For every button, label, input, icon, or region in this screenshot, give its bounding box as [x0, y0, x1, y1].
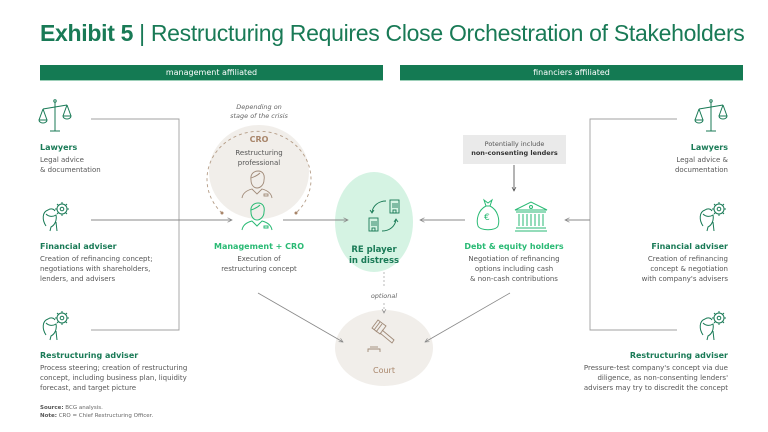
exhibit-number: Exhibit 5: [40, 20, 134, 46]
right-restructuring-adviser-desc: Pressure-test company's concept via due …: [583, 364, 728, 392]
right-financial-adviser-title: Financial adviser: [651, 242, 728, 251]
buildings-cycle-icon: [368, 199, 400, 232]
financial-adviser-gear-icon: [699, 202, 726, 232]
optional-label: optional: [370, 292, 398, 300]
management-to-court-arrow: [257, 292, 343, 342]
abbreviation-note: Note: CRO = Chief Restructuring Officer.: [40, 413, 154, 419]
left-financial-adviser-desc: Creation of refinancing concept; negotia…: [40, 255, 153, 283]
left-lawyers-title: Lawyers: [40, 143, 78, 152]
cro-dashed-outline: [206, 130, 312, 215]
right-bracket-line: [589, 118, 677, 331]
court-title: Court: [373, 366, 395, 375]
debt-equity-desc: Negotiation of refinancing options inclu…: [468, 255, 560, 283]
money-bag-icon: [476, 198, 500, 231]
center-title: RE player in distress: [348, 245, 400, 266]
footnotes: Source: BCG analysis. Note: CRO = Chief …: [40, 404, 153, 420]
gavel-icon: [367, 319, 395, 352]
exhibit-title-text: Restructuring Requires Close Orchestrati…: [150, 20, 745, 46]
restructuring-adviser-gear-icon: [42, 311, 69, 341]
management-desc: Execution of restructuring concept: [221, 255, 297, 273]
cro-annotation: Depending on stage of the crisis: [230, 103, 288, 120]
debt-to-court-arrow: [425, 292, 511, 342]
court-bubble: [335, 310, 433, 386]
cro-title: CRO: [249, 135, 269, 144]
band-management-affiliated: management affiliated: [40, 65, 383, 81]
scales-icon: [38, 99, 72, 132]
bank-icon: [514, 201, 548, 232]
left-lawyers-desc: Legal advice & documentation: [40, 156, 101, 174]
title-separator: |: [139, 20, 145, 46]
band-financiers-affiliated: financiers affiliated: [400, 65, 743, 81]
financial-adviser-gear-icon: [42, 202, 69, 232]
left-financial-adviser-title: Financial adviser: [40, 242, 117, 251]
cro-person-icon: [241, 170, 273, 199]
lenders-note-box: Potentially include non-consenting lende…: [463, 135, 566, 164]
right-lawyers-title: Lawyers: [690, 143, 728, 152]
restructuring-adviser-gear-icon: [699, 311, 726, 341]
left-restructuring-adviser-title: Restructuring adviser: [40, 351, 139, 360]
left-restructuring-adviser-desc: Process steering; creation of restructur…: [40, 364, 188, 392]
left-bracket-line: [91, 118, 180, 331]
source-note: Source: BCG analysis.: [40, 405, 103, 411]
debt-equity-title: Debt & equity holders: [464, 242, 564, 251]
management-title: Management + CRO: [214, 242, 304, 251]
exhibit-title: Exhibit 5|Restructuring Requires Close O…: [40, 20, 745, 47]
management-person-icon: [241, 202, 273, 231]
cro-desc: Restructuring professional: [235, 149, 283, 167]
right-financial-adviser-desc: Creation of refinancing concept & negoti…: [641, 255, 728, 283]
scales-icon: [694, 99, 728, 132]
right-restructuring-adviser-title: Restructuring adviser: [629, 351, 728, 360]
euro-symbol: €: [484, 213, 490, 223]
right-lawyers-desc: Legal advice & documentation: [674, 156, 728, 174]
